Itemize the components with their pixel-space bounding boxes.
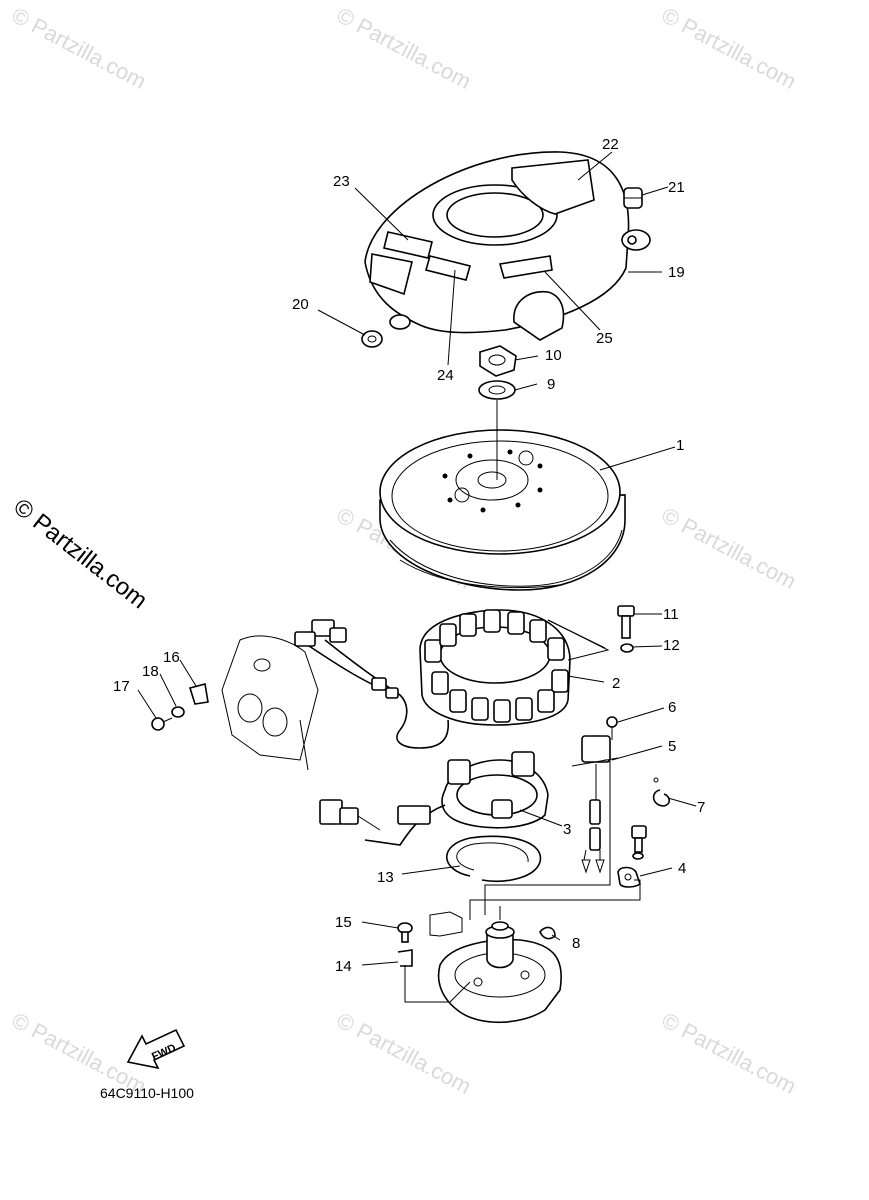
wire-clip — [652, 777, 671, 807]
callout-14: 14 — [335, 958, 352, 975]
fwd-arrow: FWD — [126, 1028, 186, 1070]
screw — [397, 922, 413, 943]
watermark-text: © Partzilla.com — [333, 1007, 476, 1099]
callout-16: 16 — [163, 649, 180, 666]
hidden-line — [429, 911, 463, 937]
callout-12: 12 — [663, 637, 680, 654]
watermark-text: © Partzilla.com — [658, 2, 801, 94]
flywheel-cover — [364, 151, 651, 341]
retaining-ring — [445, 835, 542, 882]
callout-2: 2 — [612, 675, 620, 692]
callout-25: 25 — [596, 330, 613, 347]
crankcase-block — [221, 635, 319, 771]
flywheel — [379, 429, 626, 591]
watermark-text: © Partzilla.com — [333, 2, 476, 94]
callout-8: 8 — [572, 935, 580, 952]
callout-9: 9 — [547, 376, 555, 393]
washer — [620, 643, 634, 653]
washer — [171, 706, 185, 718]
stator-wire-harness — [294, 619, 449, 749]
partzilla-watermark: © Partzilla.com — [8, 493, 152, 614]
stator — [419, 609, 571, 726]
stator-base — [437, 906, 562, 1024]
leader-lines — [137, 151, 697, 1003]
callout-15: 15 — [335, 914, 352, 931]
ground-lead — [571, 735, 619, 874]
woodruff-key — [539, 926, 556, 940]
callout-1: 1 — [676, 437, 684, 454]
callout-19: 19 — [668, 264, 685, 281]
callout-labels: 1 2 3 4 5 6 7 8 9 10 11 12 13 14 15 16 1… — [113, 136, 705, 975]
ground-plate — [397, 949, 413, 967]
callout-5: 5 — [668, 738, 676, 755]
callout-11: 11 — [663, 606, 679, 623]
callout-23: 23 — [333, 173, 350, 190]
callout-13: 13 — [377, 869, 394, 886]
pulser-coil — [319, 751, 549, 846]
grommet — [623, 187, 643, 209]
callout-17: 17 — [113, 678, 130, 695]
diagram-code: 64C9110-H100 — [100, 1085, 194, 1101]
watermark-text: © Partzilla.com — [8, 2, 151, 94]
callout-20: 20 — [292, 296, 309, 313]
screw — [151, 717, 173, 731]
flywheel-nut — [479, 345, 517, 377]
clamp — [188, 683, 209, 705]
callout-10: 10 — [545, 347, 562, 364]
callout-4: 4 — [678, 860, 686, 877]
callout-22: 22 — [602, 136, 619, 153]
grommet — [361, 330, 383, 348]
callout-7: 7 — [697, 799, 705, 816]
callout-3: 3 — [563, 821, 571, 838]
callout-6: 6 — [668, 699, 676, 716]
bolt — [617, 605, 635, 639]
callout-24: 24 — [437, 367, 454, 384]
washer — [478, 380, 516, 400]
clamp — [617, 825, 647, 888]
callout-21: 21 — [668, 179, 685, 196]
callout-18: 18 — [142, 663, 159, 680]
watermark-text: © Partzilla.com — [658, 502, 801, 594]
watermark-text: © Partzilla.com — [658, 1007, 801, 1099]
screw — [606, 716, 618, 740]
